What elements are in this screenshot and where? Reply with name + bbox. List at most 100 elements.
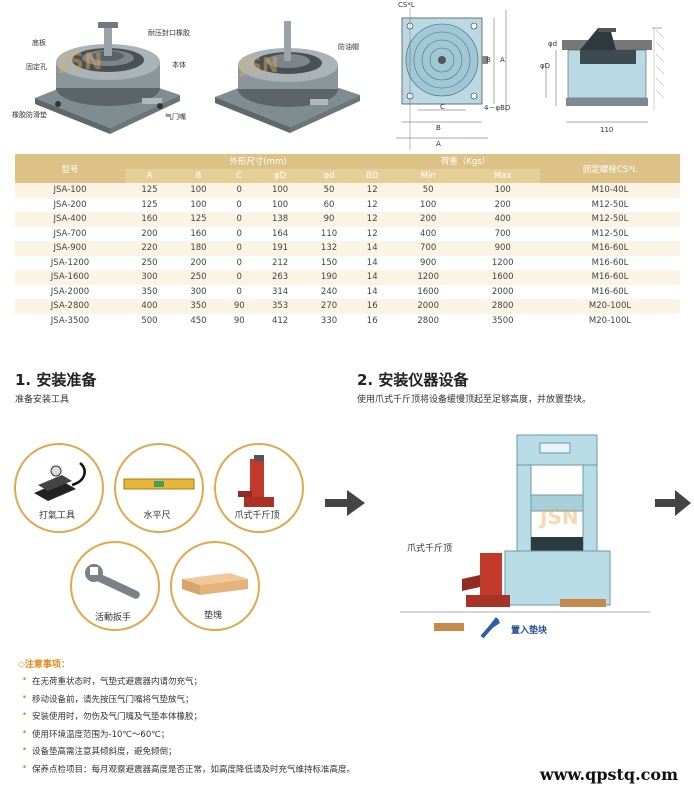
table-cell: 0 [222,197,256,212]
table-cell: 160 [125,212,174,227]
table-cell: JSA-700 [15,226,125,241]
note-item: 在无荷重状态时，气垫式避震器内请勿充气； [18,675,355,687]
table-cell: 212 [255,255,305,270]
table-cell: 125 [125,197,174,212]
table-cell: 160 [173,226,223,241]
table-cell: M12-50L [540,212,680,227]
table-cell: M12-50L [540,197,680,212]
foot-pump-icon [34,462,86,501]
product-image-2: JSN [210,15,370,140]
dim-b-vertical: B [486,56,491,64]
notes-title: ◇注意事项： [18,660,70,670]
table-cell: 0 [222,241,256,256]
block-label: 置入垫块 [511,626,548,636]
label-fixing-hole: 固定孔 [26,63,47,71]
table-cell: 90 [222,299,256,314]
table-cell: 0 [222,212,256,227]
table-cell: M16-60L [540,284,680,299]
table-cell: 12 [353,212,391,227]
table-cell: 900 [465,241,540,256]
table-cell: 0 [222,270,256,285]
table-cell: 1200 [465,255,540,270]
note-item: 使用环境温度范围为-10℃～60℃； [18,728,355,740]
tool-level-label: 水平尺 [143,511,171,521]
dim-b: B [436,124,441,132]
table-cell: 16 [353,313,391,328]
subheader-cell: Max [465,168,540,183]
table-cell: 300 [125,270,174,285]
dim-c: C [440,103,445,111]
table-cell: 3500 [465,313,540,328]
claw-jack-icon [238,455,274,507]
subheader-cell: φD [255,168,305,183]
label-sealing-rubber: 耐压封口橡胶 [148,29,190,37]
table-cell: 90 [222,313,256,328]
label-rubber-pad: 橡胶防滑垫 [12,111,47,119]
table-cell: 353 [255,299,305,314]
table-cell: 400 [390,226,466,241]
dim-phi-d: φD [540,62,551,70]
table-cell: M16-60L [540,255,680,270]
tool-jack-circle [214,443,304,533]
table-cell: M10-40L [540,183,680,198]
table-cell: 250 [125,255,174,270]
table-cell: 14 [353,241,391,256]
table-cell: 100 [465,183,540,198]
arrow-right-icon [325,490,365,520]
table-cell: 314 [255,284,305,299]
table-cell: 14 [353,270,391,285]
wood-block-icon [182,573,248,595]
step2-title: 2. 安装仪器设备 [357,371,469,389]
table-cell: 700 [390,241,466,256]
table-cell: 12 [353,226,391,241]
table-cell: 200 [125,226,174,241]
table-cell: 0 [222,284,256,299]
table-cell: 450 [173,313,223,328]
dim-110: 110 [600,126,614,134]
dim-a: A [436,140,441,148]
table-cell: 200 [465,197,540,212]
table-cell: 330 [304,313,354,328]
table-cell: JSA-1600 [15,270,125,285]
dim-a-vertical: A [500,56,505,64]
table-cell: 240 [304,284,354,299]
table-cell: JSA-1200 [15,255,125,270]
table-cell: 110 [304,226,354,241]
col-load: 荷重（Kgs） [390,154,540,169]
table-cell: M12-50L [540,226,680,241]
note-item: 保养点检项目：每月观察避震器高度是否正常，如高度降低请及时充气维持标准高度。 [18,763,355,775]
step1-subtitle: 准备安装工具 [15,395,70,405]
table-cell: M16-60L [540,270,680,285]
table-cell: 190 [304,270,354,285]
table-cell: JSA-2800 [15,299,125,314]
table-cell: 0 [222,255,256,270]
table-cell: 100 [255,197,305,212]
table-cell: 900 [390,255,466,270]
note-item: 移动设备前，请先按压气门嘴将气垫放气； [18,693,355,705]
table-cell: 700 [465,226,540,241]
table-cell: 180 [173,241,223,256]
table-cell: 1600 [465,270,540,285]
col-dims: 外形尺寸(mm) [125,154,391,169]
table-cell: 191 [255,241,305,256]
tool-pump-label: 打氣工具 [38,511,75,521]
table-cell: 50 [390,183,466,198]
table-cell: JSA-900 [15,241,125,256]
subheader-cell: B [173,168,223,183]
note-item: 设备垫高需注意其倾斜度，避免倾倒； [18,745,355,757]
table-cell: 412 [255,313,305,328]
site-watermark: www.qpstq.com [539,765,678,784]
subheader-cell: A [125,168,174,183]
table-cell: 1200 [390,270,466,285]
table-cell: M20-100L [540,299,680,314]
subheader-cell: C [222,168,256,183]
table-cell: 2800 [390,313,466,328]
table-cell: 220 [125,241,174,256]
